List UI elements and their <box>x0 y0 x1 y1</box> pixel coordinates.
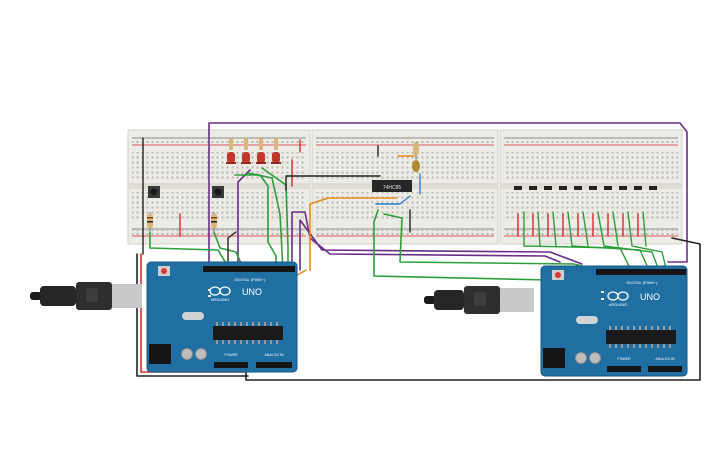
wires[interactable] <box>136 122 701 381</box>
arduino-left-power-label: POWER <box>224 353 238 357</box>
push-button-2[interactable] <box>212 186 224 198</box>
arduino-left-model: UNO <box>242 287 262 297</box>
usb-cable-left[interactable] <box>30 282 142 310</box>
arduino-uno-right[interactable]: DIGITAL (PWM~) ARDUINO UNO POWER ANALOG … <box>540 265 688 377</box>
arduino-right-analog-label: ANALOG IN <box>655 357 675 361</box>
output-segments[interactable] <box>514 186 657 190</box>
arduino-right-power-label: POWER <box>617 357 631 361</box>
led-2[interactable] <box>241 152 251 164</box>
resistor-2[interactable] <box>211 212 217 232</box>
arduino-right-model: UNO <box>640 292 660 302</box>
ic-chip-label: 74HC85 <box>383 185 402 191</box>
ic-chip[interactable]: 74HC85 <box>372 180 412 192</box>
led-3[interactable] <box>256 152 266 164</box>
push-button-1[interactable] <box>148 186 160 198</box>
led-resistors <box>229 138 278 150</box>
arduino-left-analog-label: ANALOG IN <box>264 353 284 357</box>
usb-cable-right[interactable] <box>424 286 534 314</box>
arduino-left-digital-label: DIGITAL (PWM~) <box>235 277 267 282</box>
resistor-middle[interactable] <box>413 143 419 155</box>
arduino-right-digital-label: DIGITAL (PWM~) <box>627 280 659 285</box>
arduino-left-logo-text: ARDUINO <box>211 297 229 302</box>
arduino-uno-left[interactable]: DIGITAL (PWM~) ARDUINO UNO <box>146 261 298 373</box>
led-4[interactable] <box>271 152 281 164</box>
arduino-right-logo-text: ARDUINO <box>609 302 627 307</box>
resistor-1[interactable] <box>147 212 153 232</box>
led-1[interactable] <box>226 152 236 164</box>
